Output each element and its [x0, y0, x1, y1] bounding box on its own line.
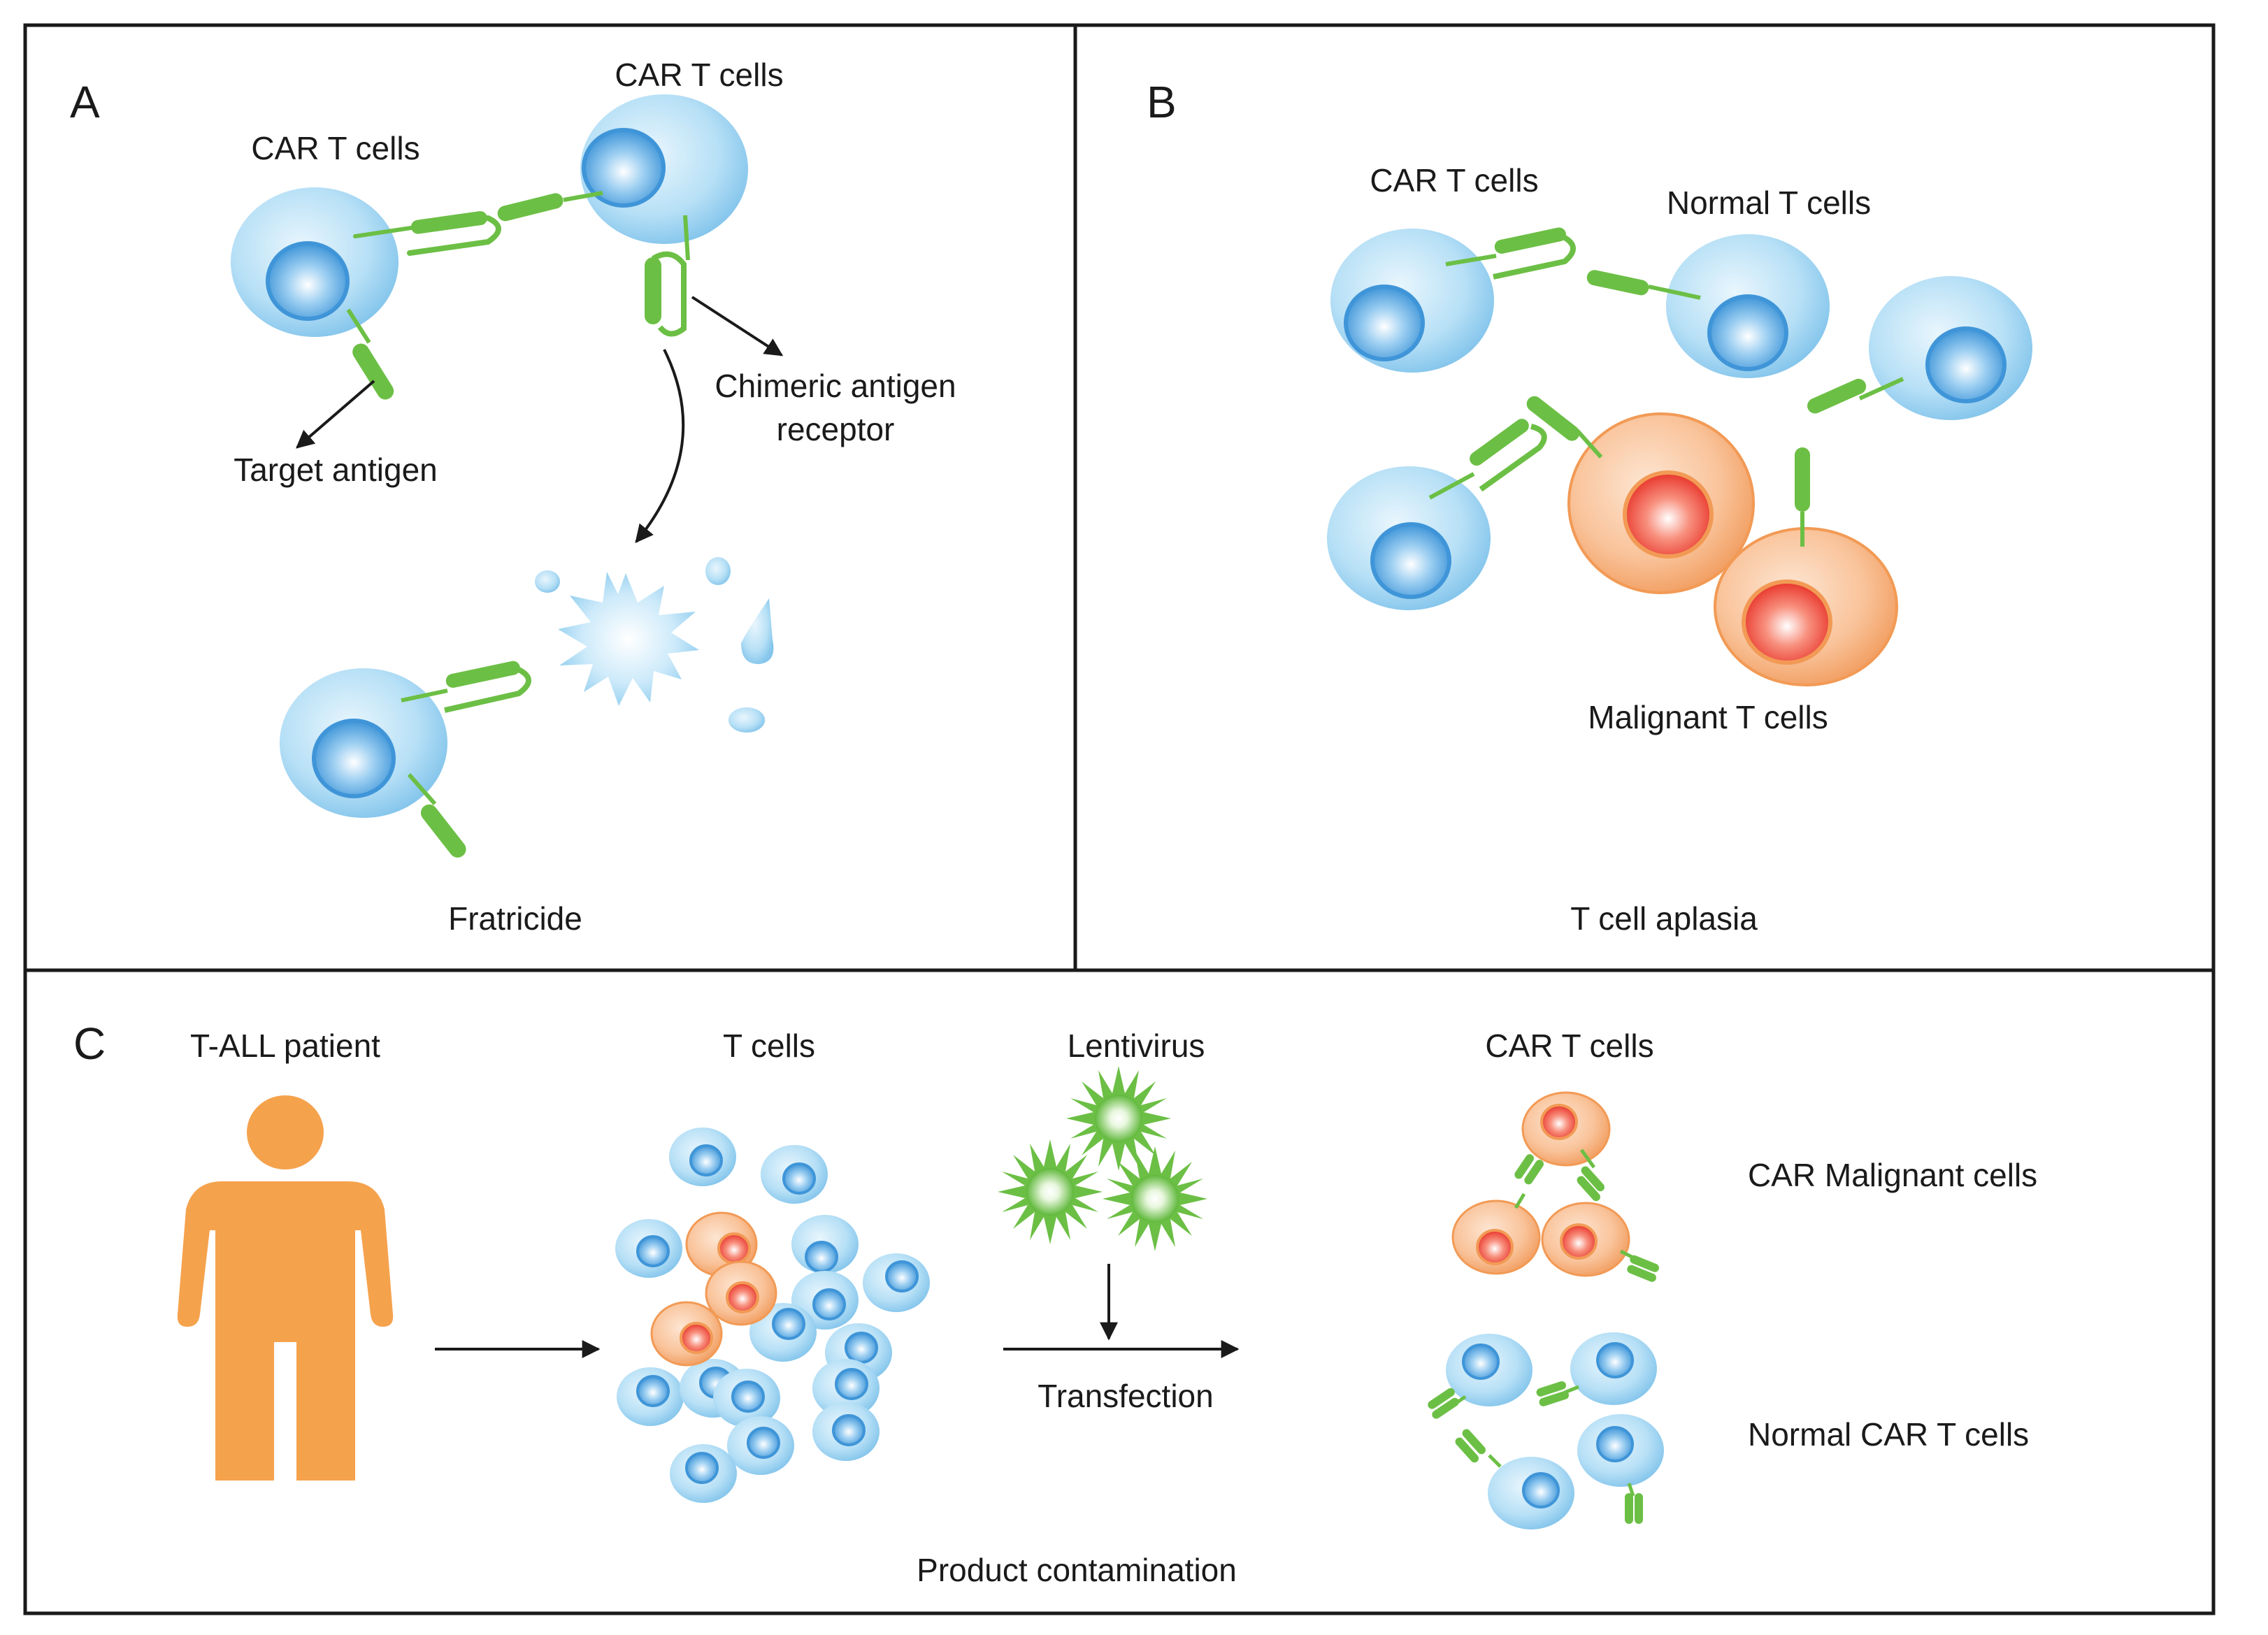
- small-normal-cell: [812, 1359, 880, 1418]
- panel-c-border: [23, 968, 2216, 1615]
- label-car-t-cells-b: CAR T cells: [1370, 162, 1538, 199]
- small-normal-cell: [761, 1145, 828, 1204]
- panel-b: B CAR T cells Normal T cells Malignant T…: [1147, 77, 2032, 937]
- label-t-all-patient: T-ALL patient: [190, 1028, 380, 1064]
- label-malignant-t-cells: Malignant T cells: [1588, 699, 1828, 735]
- car-receptor-left-cell: [353, 211, 501, 256]
- small-normal-cell: [669, 1128, 736, 1186]
- panel-c-letter: C: [73, 1018, 106, 1069]
- small-normal-cell: [791, 1215, 859, 1274]
- label-lentivirus: Lentivirus: [1068, 1028, 1205, 1064]
- label-normal-car-t-cells: Normal CAR T cells: [1748, 1416, 2029, 1453]
- small-normal-cell: [727, 1416, 794, 1475]
- small-normal-cell: [615, 1219, 682, 1278]
- normal-car-t-cells-group: [1428, 1332, 1664, 1529]
- small-normal-cell: [713, 1369, 780, 1427]
- panel-b-letter: B: [1147, 77, 1177, 127]
- caption-fratricide: Fratricide: [448, 900, 582, 937]
- malignant-t-cell-2: [1714, 447, 1898, 686]
- small-normal-cell: [670, 1444, 737, 1503]
- car-t-cell-b-right: [1807, 276, 2032, 420]
- panel-borders: [23, 23, 2216, 1615]
- label-target-antigen: Target antigen: [234, 452, 438, 488]
- label-car-t-cells-top: CAR T cells: [615, 57, 783, 93]
- small-normal-cell: [863, 1253, 930, 1312]
- label-car-malignant-cells: CAR Malignant cells: [1748, 1157, 2037, 1193]
- small-malignant-cell: [685, 1211, 758, 1277]
- small-normal-cell: [617, 1367, 684, 1426]
- normal-t-cell-b: [1586, 234, 1830, 378]
- label-car-t-cells-c: CAR T cells: [1485, 1028, 1653, 1064]
- normal-car-t-cell: [1536, 1332, 1657, 1406]
- patient-person-icon: [177, 1095, 394, 1481]
- small-normal-cell: [812, 1402, 880, 1461]
- normal-car-t-cell: [1455, 1429, 1574, 1529]
- car-t-cell-b-bottom: [1327, 419, 1547, 610]
- caption-product-contamination: Product contamination: [917, 1552, 1237, 1588]
- car-malignant-cells-group: [1451, 1091, 1659, 1282]
- panel-c: C T-ALL patient T cells Lentivirus CAR T…: [73, 1018, 2037, 1588]
- car-t-cell-b-top: [1330, 227, 1576, 373]
- small-malignant-cell: [650, 1301, 723, 1367]
- arrow-to-chimeric-receptor: [691, 296, 784, 356]
- lentivirus-particle-icon: [1103, 1146, 1207, 1251]
- panel-a: A CAR T cells CAR T cells Target antigen…: [70, 57, 956, 937]
- normal-car-t-cell: [1577, 1414, 1664, 1524]
- target-antigen-top-cell: [497, 191, 603, 222]
- arrow-to-fratricide: [635, 349, 685, 544]
- car-malignant-cell: [1541, 1202, 1659, 1282]
- caption-t-cell-aplasia: T cell aplasia: [1570, 900, 1758, 937]
- panel-a-border: [23, 23, 1077, 972]
- small-normal-cell: [749, 1303, 817, 1362]
- label-transfection: Transfection: [1038, 1378, 1213, 1414]
- car-t-cell-top: [580, 94, 748, 244]
- lentivirus-particles: [998, 1066, 1207, 1251]
- car-malignant-cell: [1451, 1154, 1544, 1275]
- target-antigen-left-cell: [346, 308, 394, 400]
- label-chimeric-line2: receptor: [777, 411, 895, 447]
- t-cells-cluster: [615, 1128, 930, 1503]
- malignant-t-cell-1: [1526, 396, 1755, 594]
- panel-a-letter: A: [70, 77, 100, 127]
- arrow-to-target-antigen: [296, 380, 375, 449]
- lysed-cell-burst: [535, 557, 774, 733]
- label-normal-t-cells: Normal T cells: [1667, 185, 1871, 221]
- label-car-t-cells-left: CAR T cells: [251, 130, 419, 166]
- car-t-cell-fratricide: [280, 661, 531, 858]
- normal-car-t-cell: [1428, 1334, 1533, 1419]
- label-chimeric-line1: Chimeric antigen: [715, 368, 956, 404]
- car-malignant-cell: [1521, 1091, 1611, 1202]
- lentivirus-particle-icon: [1066, 1066, 1171, 1171]
- car-receptor-top-cell: [645, 215, 690, 337]
- label-t-cells: T cells: [723, 1028, 815, 1064]
- lentivirus-particle-icon: [998, 1139, 1103, 1244]
- car-t-cell-left: [231, 187, 399, 337]
- small-malignant-cell: [705, 1260, 777, 1326]
